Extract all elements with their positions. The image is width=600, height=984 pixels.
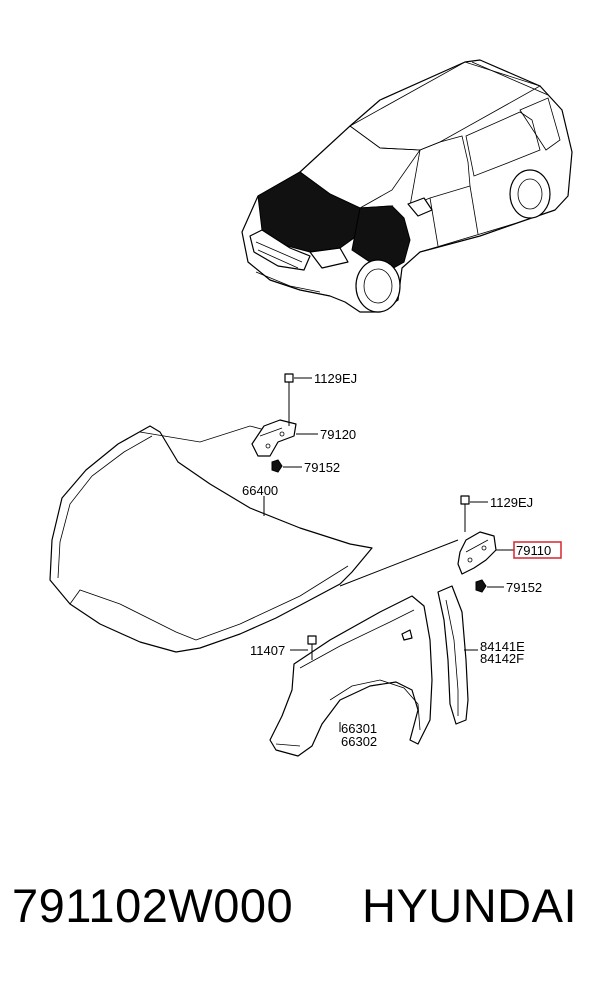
bolt-top-left-part — [284, 373, 294, 398]
label-fender-1: 66301 — [341, 721, 377, 736]
nut-right-part — [475, 579, 487, 593]
hinge-left-part — [251, 419, 297, 457]
hood-part — [49, 425, 373, 653]
label-fender-2: 66302 — [341, 734, 377, 749]
vehicle-illustration — [241, 59, 573, 313]
label-hinge-left: 79120 — [320, 427, 356, 442]
label-bolt-fender: 11407 — [250, 643, 285, 658]
label-nut-right: 79152 — [506, 580, 542, 595]
footer: 791102W000 HYUNDAI — [0, 878, 600, 948]
label-fender-seal-1: 84141E — [480, 639, 525, 654]
highlight-box-hinge-right — [513, 541, 562, 559]
label-bolt-top-left: 1129EJ — [314, 371, 357, 386]
label-hinge-right: 79110 — [516, 543, 551, 558]
footer-part-number: 791102W000 — [12, 879, 294, 932]
label-hood: 66400 — [242, 483, 278, 498]
label-bolt-top-right: 1129EJ — [490, 495, 533, 510]
footer-brand: HYUNDAI — [362, 879, 578, 932]
bolt-fender-part — [307, 635, 317, 660]
label-nut-left: 79152 — [304, 460, 340, 475]
hinge-right-part — [457, 531, 497, 575]
fender-seal-part — [437, 585, 469, 725]
bolt-top-right-part — [460, 495, 470, 532]
label-fender-seal-2: 84142F — [480, 651, 524, 666]
nut-left-part — [271, 459, 283, 473]
fender-part — [269, 595, 433, 757]
